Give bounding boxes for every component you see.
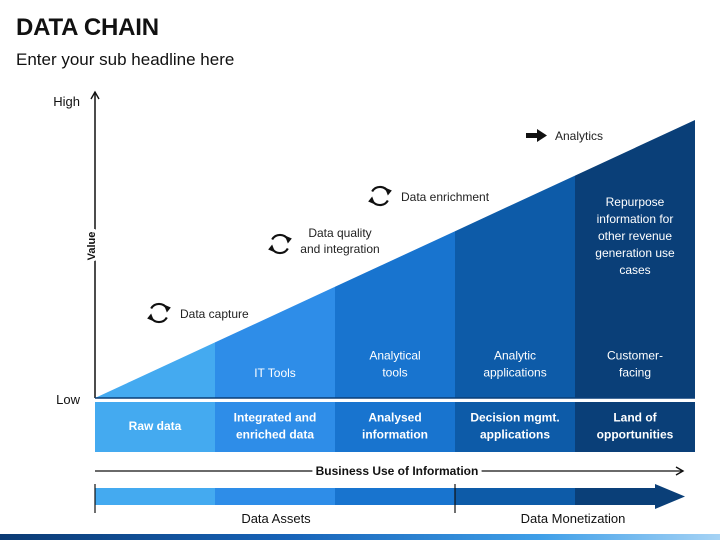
stage-bottom-label-4: Decision mgmt.applications (470, 411, 559, 442)
stage-top-label-5: Customer-facing (607, 349, 663, 380)
y-axis-label: Value (86, 232, 98, 261)
stage-wedge-1 (95, 342, 215, 398)
footer-stripe (0, 534, 720, 540)
page-subtitle: Enter your sub headline here (16, 50, 235, 69)
page-title: DATA CHAIN (16, 14, 159, 41)
stage-base-5 (575, 402, 695, 452)
stage-wedge-3 (335, 231, 455, 398)
phase-label-1: Data Assets (241, 511, 311, 526)
phase-bar-arrowhead (655, 484, 685, 509)
stage-base-1 (95, 402, 215, 452)
annotation-label-3: Data enrichment (401, 190, 490, 204)
stage-wedge-2 (215, 286, 335, 398)
refresh-icon (268, 233, 292, 255)
stage-wedge-5 (575, 120, 695, 398)
phase-label-2: Data Monetization (521, 511, 626, 526)
phase-bar-segment-1 (95, 488, 215, 505)
annotation-label-4: Analytics (555, 129, 603, 143)
phase-bar-segment-5 (575, 488, 655, 505)
phase-bar-segment-4 (455, 488, 575, 505)
refresh-icon (368, 185, 392, 207)
x-axis-label: Business Use of Information (316, 464, 479, 478)
y-axis-high-label: High (53, 94, 80, 109)
stage-base-2 (215, 402, 335, 452)
refresh-icon (147, 302, 171, 324)
arrow-right-icon (526, 129, 547, 142)
phase-bar-segment-3 (335, 488, 455, 505)
annotation-label-1: Data capture (180, 307, 249, 321)
stage-base-4 (455, 402, 575, 452)
stage-wedge-4 (455, 175, 575, 398)
stage-bottom-label-1: Raw data (129, 419, 182, 433)
phase-bar-segment-2 (215, 488, 335, 505)
stage-top-label-2: IT Tools (254, 366, 296, 380)
stage-base-3 (335, 402, 455, 452)
y-axis-low-label: Low (56, 392, 80, 407)
